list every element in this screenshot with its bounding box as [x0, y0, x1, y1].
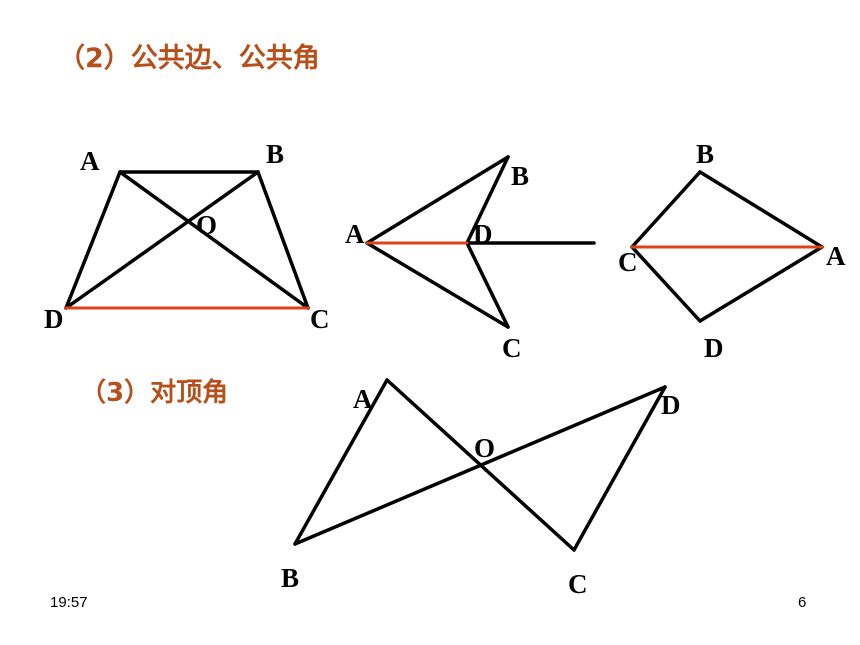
figure-trapezoid: A B C D O: [44, 139, 330, 334]
segment-bd: [293, 385, 667, 546]
segment-ac: [118, 170, 310, 310]
segment-ac: [365, 241, 510, 329]
segment-ab: [365, 155, 510, 245]
segment-ab: [293, 378, 389, 546]
heading-common-side-angle: （2）公共边、公共角: [58, 43, 320, 74]
vertex-label-a: A: [345, 219, 365, 249]
segment-bd: [465, 155, 510, 245]
vertex-label-o: O: [474, 433, 495, 463]
vertex-label-a: A: [353, 384, 373, 414]
heading-vertical-angles: （3）对顶角: [80, 378, 229, 408]
segment-bd: [64, 170, 260, 310]
vertex-label-d: D: [473, 219, 493, 249]
figure-kite: B A C D: [618, 139, 846, 363]
vertex-label-a: A: [826, 241, 846, 271]
segment-cb: [630, 170, 702, 249]
vertex-label-o: O: [196, 210, 217, 240]
vertex-label-b: B: [281, 563, 299, 593]
vertex-label-c: C: [568, 569, 588, 599]
vertex-label-a: A: [80, 146, 100, 176]
vertex-label-c: C: [502, 333, 522, 363]
figure-arrow: A B C D: [345, 155, 596, 363]
segment-da: [698, 245, 824, 323]
page-number: 6: [798, 594, 807, 611]
vertex-label-c: C: [618, 247, 638, 277]
vertex-label-c: C: [310, 304, 330, 334]
segment-ad: [64, 170, 122, 310]
vertex-label-b: B: [696, 139, 714, 169]
segment-bc: [256, 170, 310, 310]
segment-cd: [465, 241, 510, 329]
footer-time: 19:57: [50, 594, 88, 611]
segment-cd: [630, 245, 702, 323]
figure-bowtie: A B C D O: [281, 378, 681, 599]
vertex-label-d: D: [44, 304, 64, 334]
segment-ba: [698, 170, 824, 249]
vertex-label-d: D: [661, 390, 681, 420]
vertex-label-b: B: [511, 161, 529, 191]
vertex-label-d: D: [704, 333, 724, 363]
segment-dc: [572, 385, 667, 552]
vertex-label-b: B: [266, 139, 284, 169]
